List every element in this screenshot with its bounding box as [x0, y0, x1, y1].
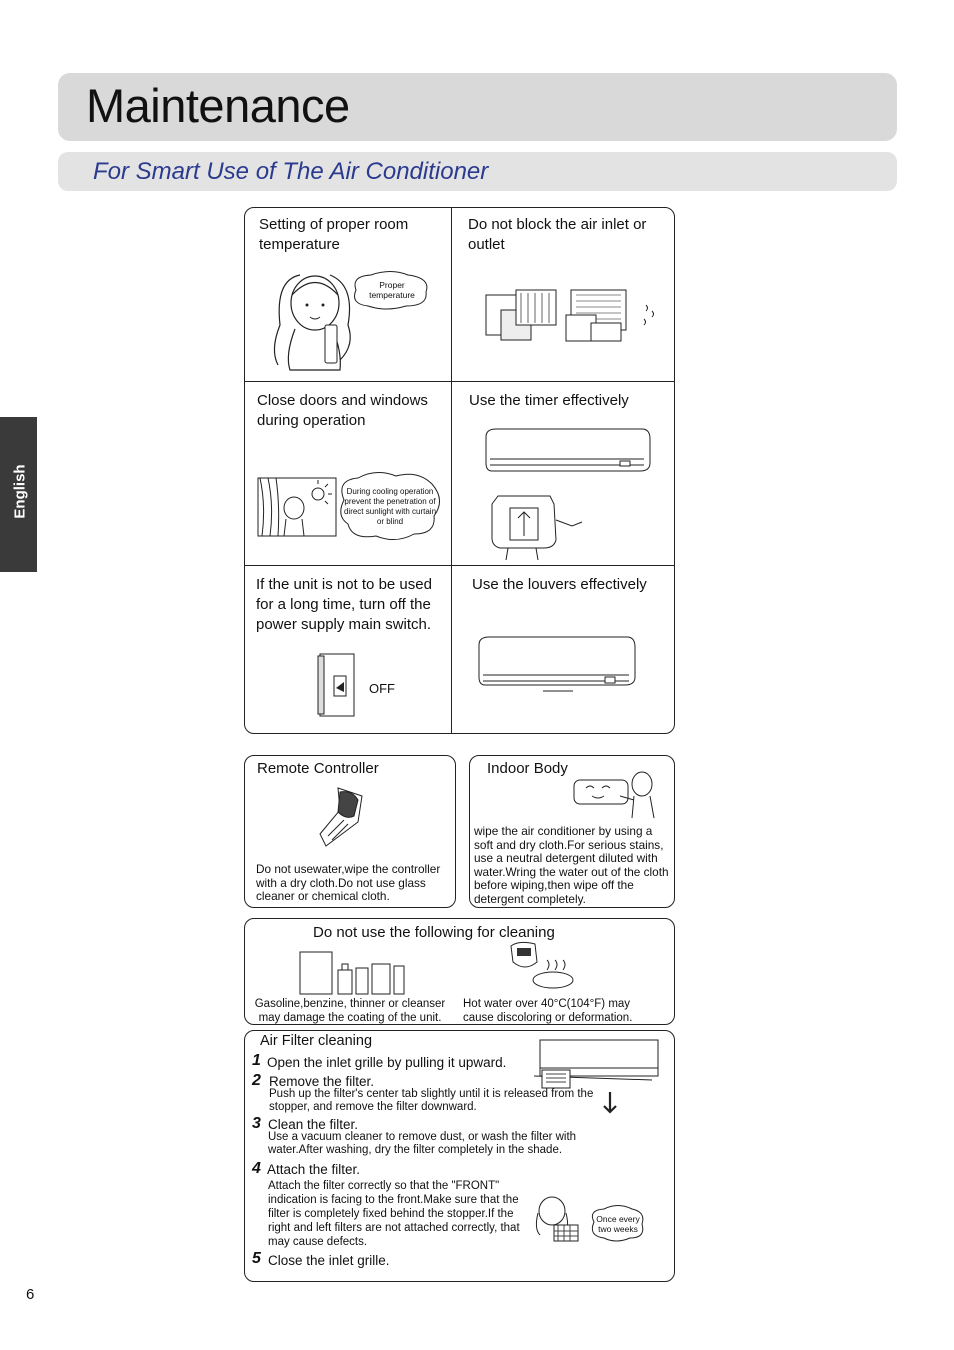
step-number: 5	[252, 1250, 261, 1267]
speech-bubble	[354, 271, 428, 310]
step-number: 3	[252, 1115, 261, 1132]
step-body: Attach the filter correctly so that the …	[268, 1180, 520, 1248]
indoor-body-title: Indoor Body	[487, 760, 568, 777]
blocked-unit-illustration	[485, 289, 654, 342]
tip-air-inlet: Do not block the air inlet or outlet	[468, 216, 647, 253]
girl-with-remote-illustration	[273, 274, 351, 371]
tip-power: If the unit is not to be used for a long…	[256, 576, 432, 633]
tips-grid	[244, 207, 675, 734]
remote-controller-box	[244, 755, 456, 908]
page-subtitle: For Smart Use of The Air Conditioner	[93, 158, 489, 185]
breaker-switch-illustration	[317, 653, 355, 717]
do-not-use-title: Do not use the following for cleaning	[313, 924, 555, 941]
speech-bubble	[340, 472, 440, 540]
step-heading: Close the inlet grille.	[268, 1253, 390, 1268]
step-heading: Open the inlet grille by pulling it upwa…	[267, 1055, 507, 1070]
indoor-unit-illustration	[485, 428, 651, 472]
do-not-use-box	[244, 918, 675, 1025]
title-bar	[58, 73, 897, 141]
remote-character-illustration	[491, 495, 583, 561]
air-filter-box	[244, 1030, 675, 1282]
step-heading: Remove the filter.	[269, 1074, 375, 1089]
bubble-text: During cooling operation prevent the pen…	[343, 487, 437, 526]
remote-controller-text: Do not usewater,wipe the controller with…	[256, 862, 441, 903]
tip-room-temp: Setting of proper room temperature	[259, 216, 409, 253]
indoor-body-text: wipe the air conditioner by using a soft…	[474, 824, 669, 906]
step-number: 1	[252, 1052, 261, 1069]
tip-louvers: Use the louvers effectively	[472, 576, 647, 593]
tips-grid-hdivider	[245, 565, 674, 567]
tips-grid-hdivider	[245, 381, 674, 383]
do-not-use-right-text: Hot water over 40°C(104°F) may cause dis…	[463, 998, 633, 1024]
bubble-text: Proper temperature	[369, 280, 415, 300]
hot-water-kettle-illustration	[510, 941, 574, 989]
tip-timer: Use the timer effectively	[469, 392, 629, 409]
step-body: Use a vacuum cleaner to remove dust, or …	[268, 1131, 577, 1156]
air-filter-title: Air Filter cleaning	[260, 1033, 373, 1049]
subtitle-bar	[58, 152, 897, 191]
do-not-use-left-text: Gasoline,benzine, thinner or cleanser ma…	[254, 998, 446, 1024]
step-heading: Clean the filter.	[268, 1117, 359, 1132]
step-body: Push up the filter's center tab slightly…	[269, 1088, 594, 1113]
remote-controller-title: Remote Controller	[257, 760, 379, 777]
girl-with-filter-illustration	[535, 1196, 579, 1242]
tips-grid-vdivider	[451, 208, 453, 733]
switch-off-label: OFF	[369, 681, 395, 696]
step-heading: Attach the filter.	[267, 1162, 361, 1177]
page-title: Maintenance	[86, 79, 350, 132]
step-number: 2	[252, 1072, 261, 1089]
wiping-remote-illustration	[319, 787, 363, 847]
wiping-unit-illustration	[573, 771, 655, 819]
tip-doors: Close doors and windows during operation	[257, 392, 428, 429]
indoor-body-box	[469, 755, 675, 908]
language-tab	[0, 417, 37, 572]
page-number: 6	[26, 1286, 35, 1303]
indoor-unit-louvers-illustration	[478, 636, 636, 692]
window-curtain-illustration	[257, 477, 337, 537]
speech-bubble	[591, 1205, 644, 1242]
filter-removal-illustration	[533, 1039, 659, 1114]
chemical-bottles-illustration	[299, 951, 405, 995]
step-number: 4	[252, 1160, 261, 1177]
language-tab-label: English	[11, 464, 29, 519]
bubble-text: Once every two weeks	[596, 1214, 640, 1234]
